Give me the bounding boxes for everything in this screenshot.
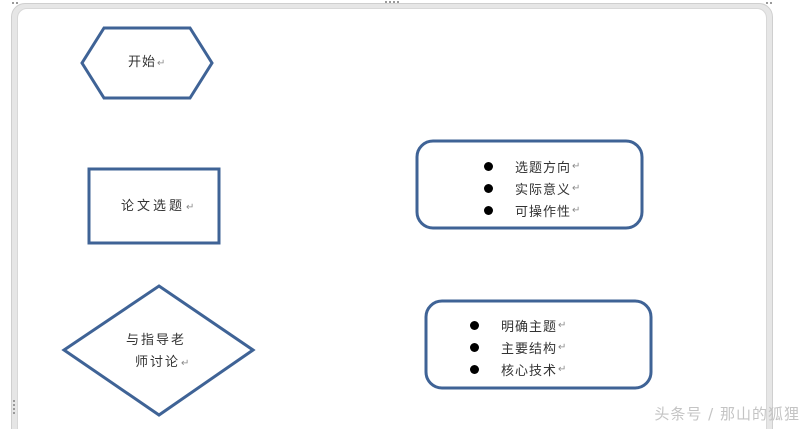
discussion-diamond[interactable] [61, 284, 256, 417]
discussion-label-text-1: 与指导老 [126, 333, 187, 348]
bullet-icon [470, 342, 479, 352]
discussion-notes-list: 明确主题↵ 主要结构↵ 核心技术↵ [470, 314, 567, 380]
bullet-icon [484, 183, 493, 193]
discussion-label-text-2: 师讨论 [135, 355, 181, 370]
paragraph-mark-icon: ↵ [558, 341, 568, 353]
topic-notes-list: 选题方向↵ 实际意义↵ 可操作性↵ [484, 155, 581, 221]
list-item-text: 主要结构 [501, 341, 558, 357]
list-item: 明确主题↵ [470, 314, 567, 336]
topic-label: 论文选题↵ [121, 197, 197, 218]
paragraph-mark-icon: ↵ [572, 182, 582, 194]
topic-rectangle[interactable] [87, 167, 221, 245]
paragraph-mark-icon: ↵ [186, 202, 198, 213]
topic-notes-box[interactable] [415, 139, 644, 230]
bullet-icon [470, 320, 479, 330]
paragraph-mark-icon: ↵ [181, 358, 192, 369]
top-right-corner-handle[interactable] [766, 2, 772, 4]
discussion-label-line1: 与指导老 [126, 331, 186, 351]
topic-label-text: 论文选题 [121, 199, 186, 214]
bullet-icon [484, 161, 493, 171]
left-resize-handle[interactable] [13, 400, 15, 414]
list-item-text: 实际意义 [515, 182, 572, 198]
paragraph-mark-icon: ↵ [558, 363, 568, 375]
top-left-corner-handle[interactable] [12, 2, 18, 4]
list-item: 选题方向↵ [484, 155, 581, 177]
list-item-text: 明确主题 [501, 319, 558, 335]
list-item-text: 可操作性 [515, 204, 572, 220]
start-label: 开始↵ [128, 53, 166, 74]
paragraph-mark-icon: ↵ [572, 160, 582, 172]
list-item: 主要结构↵ [470, 336, 567, 358]
list-item-text: 核心技术 [501, 363, 558, 379]
paragraph-mark-icon: ↵ [572, 204, 582, 216]
watermark: 头条号 / 那山的狐狸 [654, 405, 800, 423]
start-label-text: 开始 [128, 55, 157, 70]
list-item: 实际意义↵ [484, 177, 581, 199]
top-resize-handle[interactable] [385, 1, 399, 3]
paragraph-mark-icon: ↵ [157, 58, 167, 69]
bullet-icon [470, 364, 479, 374]
discussion-label-line2: 师讨论↵ [135, 353, 191, 374]
list-item: 可操作性↵ [484, 199, 581, 221]
list-item: 核心技术↵ [470, 358, 567, 380]
list-item-text: 选题方向 [515, 160, 572, 176]
bullet-icon [484, 205, 493, 215]
discussion-notes-box[interactable] [424, 299, 653, 390]
paragraph-mark-icon: ↵ [558, 319, 568, 331]
start-hexagon[interactable] [80, 26, 214, 100]
